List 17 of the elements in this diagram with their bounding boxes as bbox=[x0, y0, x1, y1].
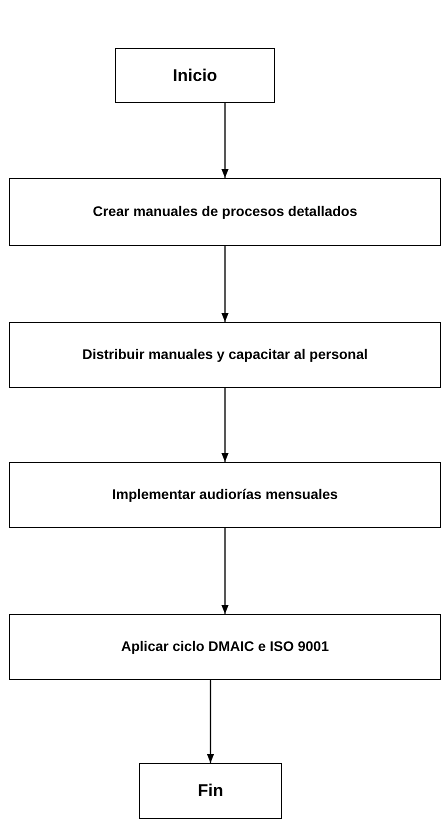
arrow bbox=[221, 528, 229, 614]
box-label: Distribuir manuales y capacitar al personal bbox=[82, 346, 368, 364]
process-box bbox=[9, 462, 441, 528]
process-box bbox=[9, 178, 441, 246]
process-box bbox=[139, 763, 282, 819]
process-box bbox=[115, 48, 275, 103]
box-label: Aplicar ciclo DMAIC e ISO 9001 bbox=[121, 638, 329, 656]
process-box bbox=[9, 614, 441, 680]
arrow bbox=[221, 103, 229, 178]
box-label: Fin bbox=[198, 780, 224, 802]
box-label: Crear manuales de procesos detallados bbox=[92, 203, 358, 221]
arrow bbox=[206, 680, 214, 763]
arrow bbox=[221, 246, 229, 322]
box-label: Implementar audiorías mensuales bbox=[112, 486, 338, 504]
arrow bbox=[221, 388, 229, 462]
box-label: Inicio bbox=[172, 64, 218, 86]
process-box bbox=[9, 322, 441, 388]
